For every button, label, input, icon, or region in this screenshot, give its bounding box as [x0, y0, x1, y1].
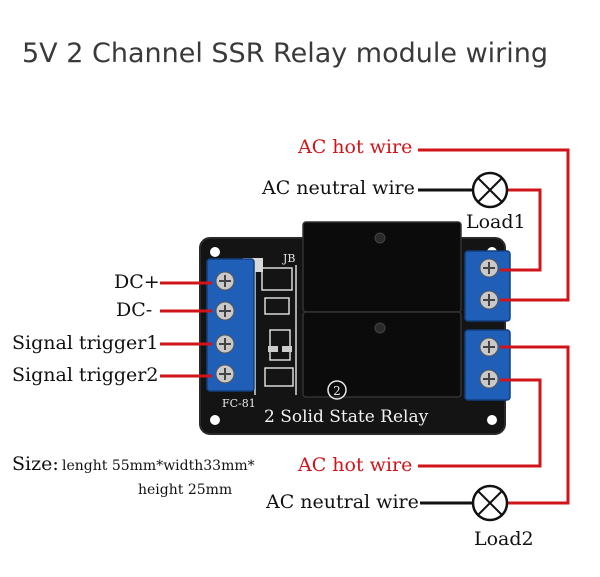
mount-hole [210, 415, 220, 425]
ac-neutral-wire-label-2: AC neutral wire [266, 491, 419, 513]
right-terminal-block-1 [464, 250, 511, 322]
left-terminal-block [206, 258, 255, 392]
board-label-text: 2 Solid State Relay [264, 407, 429, 427]
board-model-text: FC-81 [222, 397, 256, 410]
signal-trigger2-label: Signal trigger2 [12, 364, 159, 386]
ssr-block-2 [302, 311, 462, 398]
ac-wiring-channel-1 [418, 148, 570, 302]
channel-mark-text: 2 [333, 384, 341, 398]
size-dimensions: lenght 55mm*width33mm* [62, 458, 255, 474]
load2-label: Load2 [474, 528, 534, 550]
dc-plus-label: DC+ [114, 271, 160, 293]
screw-terminal-dc-plus [215, 271, 235, 291]
control-wires [160, 281, 212, 378]
diagram-title: 5V 2 Channel SSR Relay module wiring [22, 38, 549, 69]
dc-minus-label: DC- [116, 299, 153, 321]
channel-mark-icon [327, 380, 347, 400]
screw-terminal-dc-minus [215, 301, 235, 321]
signal-trigger1-label: Signal trigger1 [12, 332, 159, 354]
ac-neutral-wire-label-1: AC neutral wire [262, 177, 415, 199]
ac-wiring-channel-2 [418, 345, 570, 522]
relay-mark-text: JB [282, 252, 296, 265]
load1-label: Load1 [466, 211, 526, 233]
screw-terminal-signal2 [215, 364, 235, 384]
mount-hole [210, 247, 220, 257]
load2-lamp-icon [471, 484, 509, 522]
size-height: height 25mm [138, 482, 233, 498]
screw-terminal-signal1 [215, 334, 235, 354]
size-label: Size: [12, 453, 59, 475]
load1-lamp-icon [471, 171, 509, 209]
mount-hole [487, 415, 497, 425]
ac-hot-wire-label-1: AC hot wire [298, 136, 413, 158]
ac-hot-wire-label-2: AC hot wire [298, 454, 413, 476]
right-terminal-block-2 [464, 329, 511, 401]
